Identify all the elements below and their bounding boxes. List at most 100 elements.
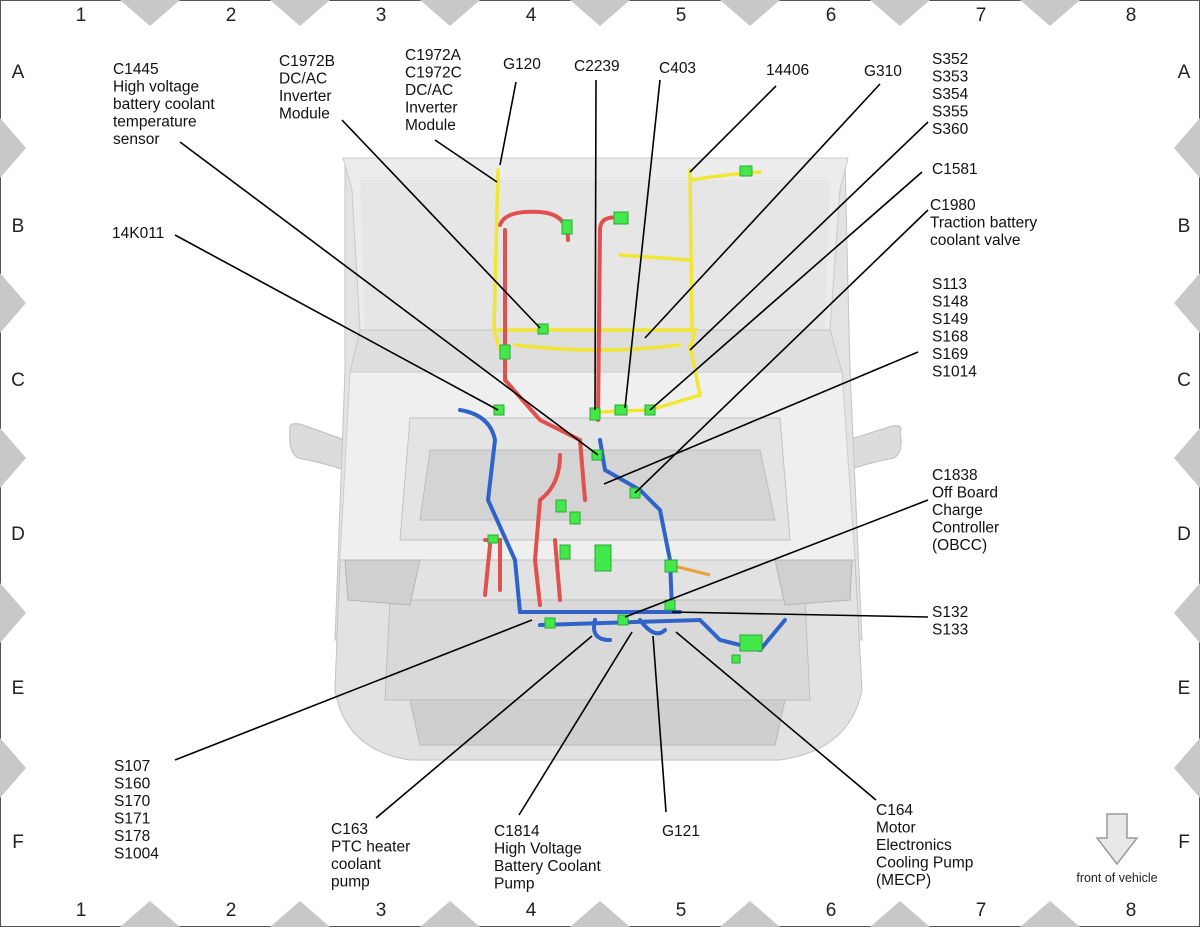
callout-g121: G121 — [662, 823, 700, 840]
grid-col-top: 2 — [226, 5, 237, 26]
callout-labels: C1445 High voltage battery coolant tempe… — [112, 47, 1041, 893]
callout-c1972a: C1972A C1972C DC/AC Inverter Module — [405, 47, 466, 134]
leader-c2239 — [594, 79, 597, 411]
grid-markers-top — [120, 0, 1080, 26]
bumper-lip — [409, 699, 786, 746]
grid-col-bottom: 6 — [826, 900, 837, 921]
grid-markers-right — [1174, 118, 1200, 798]
leader-lines — [174, 79, 929, 819]
leader-c1814 — [518, 631, 633, 816]
callout-c1972b: C1972B DC/AC Inverter Module — [279, 53, 339, 123]
leader-c1980 — [634, 209, 929, 494]
callout-14406: 14406 — [766, 62, 809, 79]
grid-markers-bottom — [120, 901, 1080, 927]
grid-col-top: 4 — [526, 5, 537, 26]
leader-c1581 — [649, 171, 923, 411]
connector — [613, 211, 629, 225]
front-of-vehicle-indicator: front of vehicle — [1076, 813, 1158, 885]
grid-col-bottom: 3 — [376, 900, 387, 921]
leader-14406 — [689, 85, 777, 173]
leader-s132 — [671, 611, 929, 618]
callout-c1980: C1980 Traction battery coolant valve — [930, 197, 1041, 249]
connector — [569, 511, 581, 525]
leader-g120 — [499, 81, 517, 166]
connector — [731, 654, 741, 664]
grid-col-top: 7 — [976, 5, 987, 26]
connector — [487, 534, 499, 544]
leader-s113 — [603, 351, 919, 485]
grid-col-top: 1 — [76, 5, 87, 26]
connector — [555, 499, 567, 513]
grid-col-bottom: 2 — [226, 900, 237, 921]
leader-c1838 — [624, 499, 929, 618]
connector — [544, 617, 556, 629]
grid-column-labels-top: 1 2 3 4 5 6 7 8 — [76, 5, 1137, 26]
right-mirror — [847, 425, 902, 471]
grid-markers-left — [0, 118, 26, 798]
grid-col-bottom: 5 — [676, 900, 687, 921]
callout-g310: G310 — [864, 63, 902, 80]
leader-c164 — [675, 631, 877, 801]
callout-c1581: C1581 — [932, 161, 978, 178]
grid-row-right: C — [1177, 370, 1191, 391]
grid-col-bottom: 4 — [526, 900, 537, 921]
leader-c1972b — [341, 119, 541, 329]
connector — [499, 344, 511, 360]
leader-s352 — [689, 121, 929, 351]
callout-c1838: C1838 Off Board Charge Controller (OBCC) — [932, 467, 1004, 554]
callout-c1445: C1445 High voltage battery coolant tempe… — [113, 61, 219, 148]
grid-col-bottom: 1 — [76, 900, 87, 921]
callout-c163: C163 PTC heater coolant pump — [331, 821, 415, 891]
connector — [537, 323, 549, 335]
leader-c1972a — [434, 139, 498, 183]
upper-grille — [419, 449, 776, 521]
leader-c163 — [375, 635, 593, 819]
callout-c403: C403 — [659, 60, 696, 77]
callout-c164: C164 Motor Electronics Cooling Pump (MEC… — [876, 802, 978, 889]
grid-column-labels-bottom: 1 2 3 4 5 6 7 8 — [76, 900, 1137, 921]
connector — [617, 614, 629, 626]
leader-c1445 — [179, 141, 599, 456]
left-mirror — [289, 423, 346, 471]
callout-c1814: C1814 High Voltage Battery Coolant Pump — [494, 823, 605, 893]
callout-s107: S107 S160 S170 S171 S178 S1004 — [114, 758, 159, 863]
connector — [561, 219, 573, 235]
grid-col-top: 8 — [1126, 5, 1137, 26]
grid-row-left: B — [12, 216, 25, 237]
grid-row-right: B — [1178, 216, 1191, 237]
callout-s113: S113 S148 S149 S168 S169 S1014 — [932, 276, 977, 381]
right-headlamp — [774, 559, 853, 606]
grid-row-right: F — [1178, 832, 1190, 853]
left-headlamp — [344, 559, 421, 606]
grid-col-top: 3 — [376, 5, 387, 26]
grid-col-top: 5 — [676, 5, 687, 26]
grid-row-labels-right: A B C D E F — [1177, 62, 1191, 853]
connector — [614, 404, 628, 416]
leader-c403 — [624, 79, 661, 409]
connector — [739, 165, 753, 177]
grid-row-left: D — [11, 524, 25, 545]
connector — [739, 634, 763, 652]
grid-row-right: D — [1177, 524, 1191, 545]
grid-row-left: C — [11, 370, 25, 391]
connector — [559, 544, 571, 560]
leader-g121 — [652, 635, 667, 813]
grid-row-left: A — [12, 62, 25, 83]
grid-row-left: F — [12, 832, 24, 853]
callout-s352: S352 S353 S354 S355 S360 — [932, 51, 973, 138]
callout-s132: S132 S133 — [932, 604, 973, 639]
leader-14k011 — [174, 234, 499, 411]
grid-col-bottom: 8 — [1126, 900, 1137, 921]
connector — [664, 559, 678, 573]
callout-g120: G120 — [503, 56, 541, 73]
front-of-vehicle-label: front of vehicle — [1076, 871, 1157, 885]
connector — [594, 544, 612, 572]
grid-col-top: 6 — [826, 5, 837, 26]
grid-row-right: E — [1178, 678, 1191, 699]
grid-row-labels-left: A B C D E F — [11, 62, 25, 853]
down-arrow-icon — [1095, 813, 1139, 866]
grid-col-bottom: 7 — [976, 900, 987, 921]
connector — [493, 404, 505, 416]
